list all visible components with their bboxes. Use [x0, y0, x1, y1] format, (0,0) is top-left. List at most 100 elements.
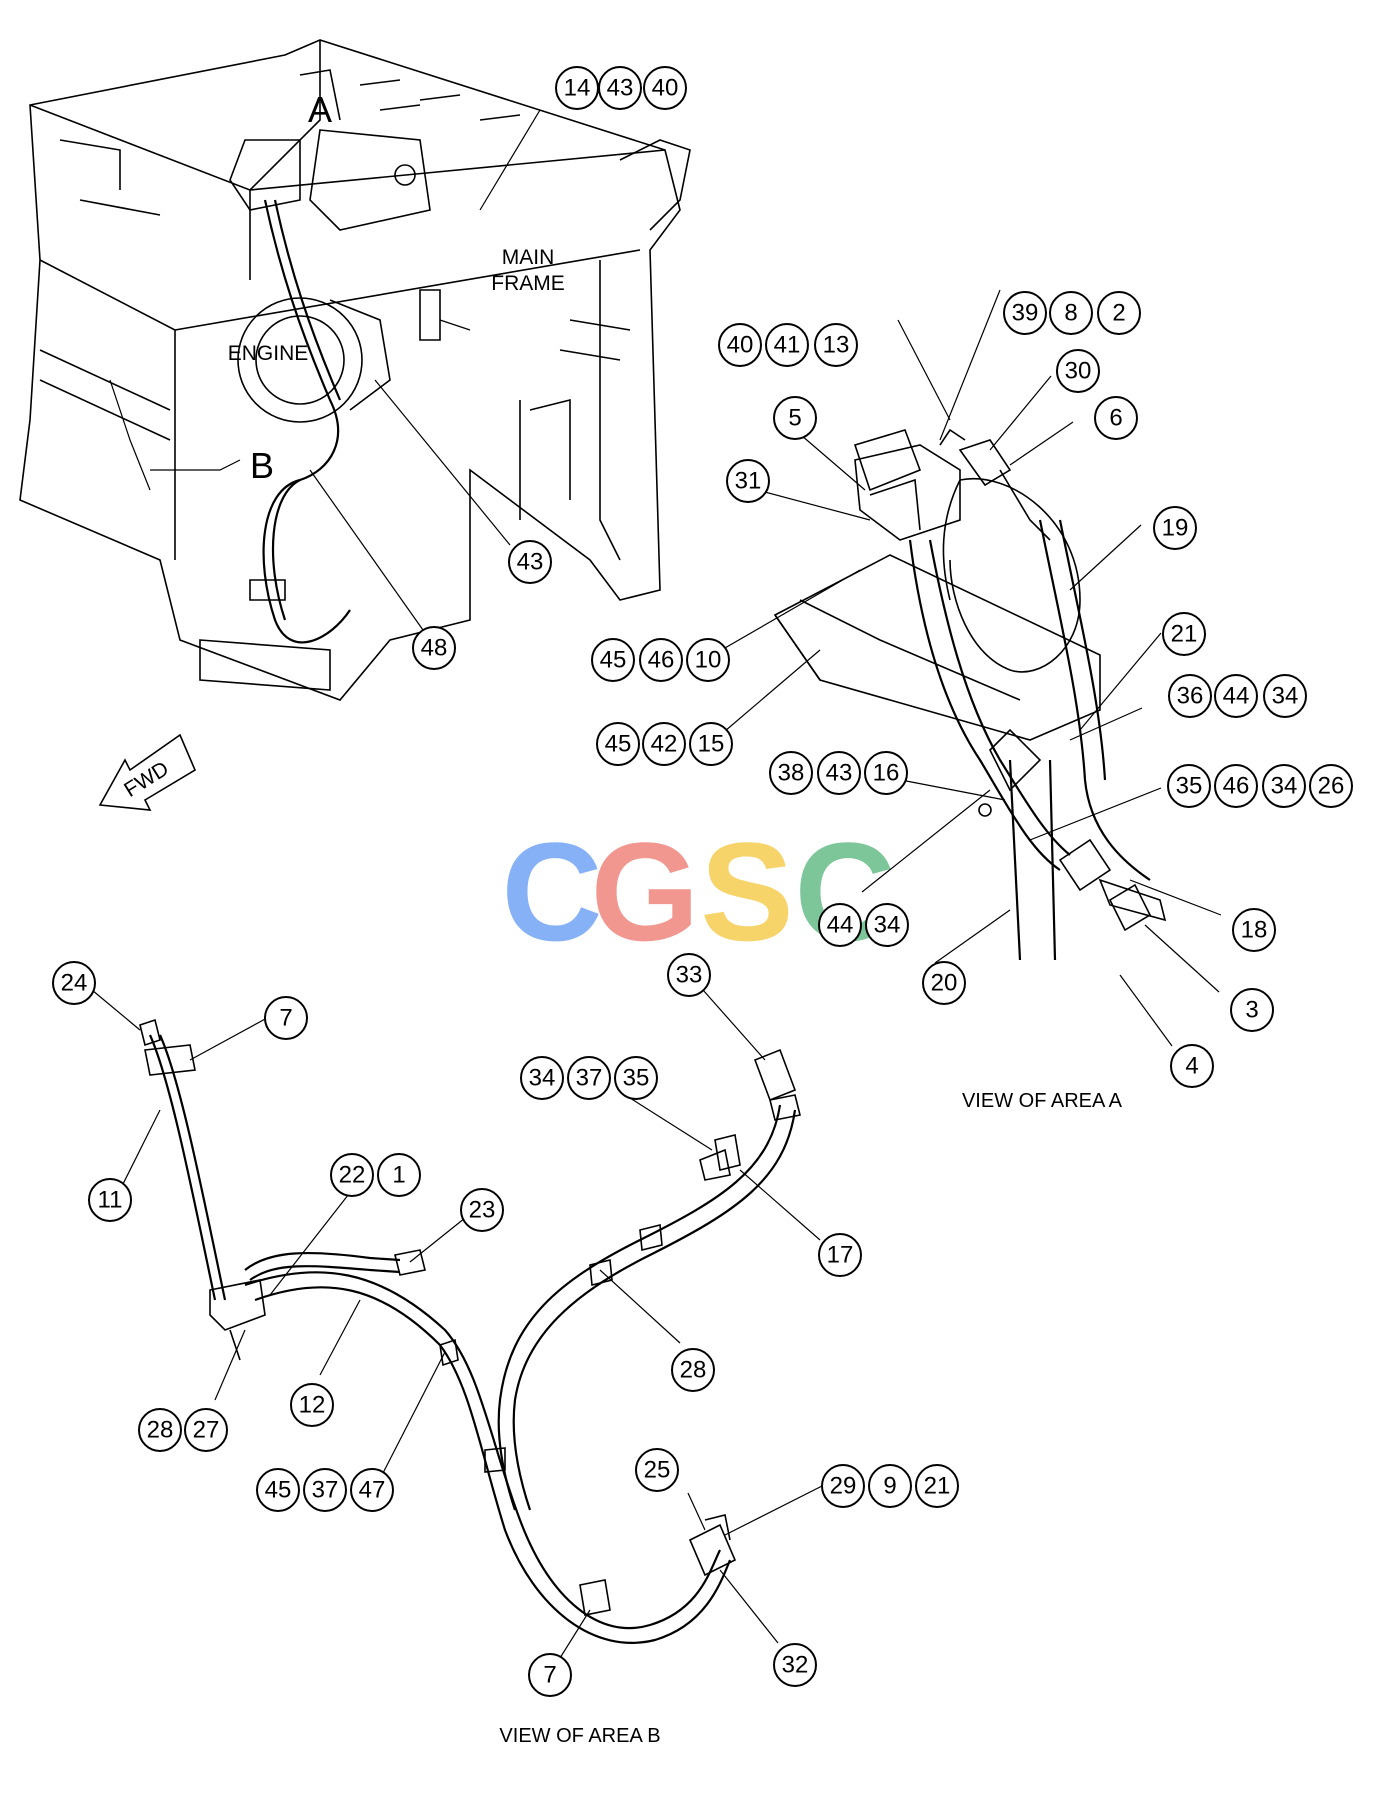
- callout-19: 19: [1153, 506, 1197, 550]
- area-b-label: B: [250, 445, 274, 486]
- callout-28: 28: [671, 1348, 715, 1392]
- svg-text:18: 18: [1241, 917, 1268, 944]
- area-a-hose-1: [908, 539, 1061, 871]
- svg-text:43: 43: [607, 75, 634, 102]
- svg-text:29: 29: [830, 1473, 857, 1500]
- callout-11: 11: [88, 1178, 132, 1222]
- fuel-filter: [949, 477, 1081, 673]
- svg-text:44: 44: [827, 912, 854, 939]
- callout-45: 45: [256, 1468, 300, 1512]
- svg-text:46: 46: [648, 647, 675, 674]
- callout-10: 10: [686, 638, 730, 682]
- svg-text:47: 47: [359, 1477, 386, 1504]
- callout-15: 15: [689, 722, 733, 766]
- svg-text:46: 46: [1223, 773, 1250, 800]
- svg-text:27: 27: [193, 1417, 220, 1444]
- svg-text:25: 25: [644, 1457, 671, 1484]
- svg-text:48: 48: [421, 635, 448, 662]
- svg-text:7: 7: [279, 1005, 292, 1032]
- callout-46: 46: [1214, 764, 1258, 808]
- svg-text:28: 28: [680, 1357, 707, 1384]
- area-a-drawing: [717, 289, 1222, 1047]
- caption-area-a: VIEW OF AREA A: [962, 1090, 1123, 1112]
- svg-text:13: 13: [823, 332, 850, 359]
- callout-17: 17: [818, 1233, 862, 1277]
- watermark-letter-1: C: [501, 813, 602, 970]
- svg-text:2: 2: [1112, 300, 1125, 327]
- callout-44: 44: [818, 903, 862, 947]
- svg-text:1: 1: [392, 1162, 405, 1189]
- svg-text:23: 23: [469, 1197, 496, 1224]
- main-frame-label-line-1: MAIN: [502, 246, 555, 269]
- callout-40: 40: [643, 66, 687, 110]
- callout-23: 23: [460, 1188, 504, 1232]
- callout-28: 28: [138, 1408, 182, 1452]
- watermark-letter-2: G: [591, 813, 700, 970]
- main-frame-label-line-2: FRAME: [491, 272, 565, 295]
- callout-30: 30: [1056, 349, 1100, 393]
- svg-text:36: 36: [1177, 683, 1204, 710]
- callout-27: 27: [184, 1408, 228, 1452]
- callout-14: 14: [555, 66, 599, 110]
- callout-39: 39: [1003, 291, 1047, 335]
- svg-text:34: 34: [1271, 773, 1298, 800]
- svg-text:8: 8: [1064, 300, 1077, 327]
- watermark-letter-3: S: [700, 813, 793, 970]
- callout-43: 43: [598, 66, 642, 110]
- svg-text:3: 3: [1245, 997, 1258, 1024]
- svg-text:34: 34: [1272, 683, 1299, 710]
- callout-37: 37: [303, 1468, 347, 1512]
- callout-25: 25: [635, 1448, 679, 1492]
- callout-7: 7: [528, 1653, 572, 1697]
- engine-housing: [237, 297, 363, 423]
- svg-text:34: 34: [529, 1065, 556, 1092]
- callout-13: 13: [814, 323, 858, 367]
- svg-text:15: 15: [698, 731, 725, 758]
- svg-text:12: 12: [299, 1392, 326, 1419]
- callout-35: 35: [614, 1056, 658, 1100]
- callout-26: 26: [1309, 764, 1353, 808]
- callout-7: 7: [264, 996, 308, 1040]
- callout-44: 44: [1214, 674, 1258, 718]
- svg-text:35: 35: [1176, 773, 1203, 800]
- callout-37: 37: [567, 1056, 611, 1100]
- svg-text:37: 37: [312, 1477, 339, 1504]
- overview-drawing: [19, 39, 691, 811]
- hose-17: [497, 1104, 782, 1511]
- callout-47: 47: [350, 1468, 394, 1512]
- callout-20: 20: [922, 961, 966, 1005]
- svg-text:31: 31: [735, 468, 762, 495]
- caption-area-b: VIEW OF AREA B: [499, 1725, 660, 1747]
- callout-43: 43: [508, 540, 552, 584]
- callout-24: 24: [52, 961, 96, 1005]
- svg-text:33: 33: [676, 962, 703, 989]
- svg-text:10: 10: [695, 647, 722, 674]
- callout-6: 6: [1094, 396, 1138, 440]
- svg-text:17: 17: [827, 1242, 854, 1269]
- svg-text:39: 39: [1012, 300, 1039, 327]
- callout-36: 36: [1168, 674, 1212, 718]
- svg-text:14: 14: [564, 75, 591, 102]
- svg-text:26: 26: [1318, 773, 1345, 800]
- svg-text:28: 28: [147, 1417, 174, 1444]
- svg-text:4: 4: [1185, 1053, 1198, 1080]
- clip-7-top: [144, 1044, 196, 1076]
- callout-8: 8: [1049, 291, 1093, 335]
- svg-text:11: 11: [98, 1187, 123, 1214]
- svg-text:35: 35: [623, 1065, 650, 1092]
- callout-31: 31: [726, 459, 770, 503]
- callout-48: 48: [412, 626, 456, 670]
- svg-text:21: 21: [924, 1473, 951, 1500]
- svg-text:45: 45: [605, 731, 632, 758]
- engine-label: ENGINE: [228, 342, 309, 365]
- callout-35: 35: [1167, 764, 1211, 808]
- svg-text:40: 40: [727, 332, 754, 359]
- svg-text:45: 45: [600, 647, 627, 674]
- svg-text:34: 34: [874, 912, 901, 939]
- callout-34: 34: [520, 1056, 564, 1100]
- callout-12: 12: [290, 1383, 334, 1427]
- callout-33: 33: [667, 953, 711, 997]
- callout-9: 9: [868, 1464, 912, 1508]
- callout-21: 21: [1162, 612, 1206, 656]
